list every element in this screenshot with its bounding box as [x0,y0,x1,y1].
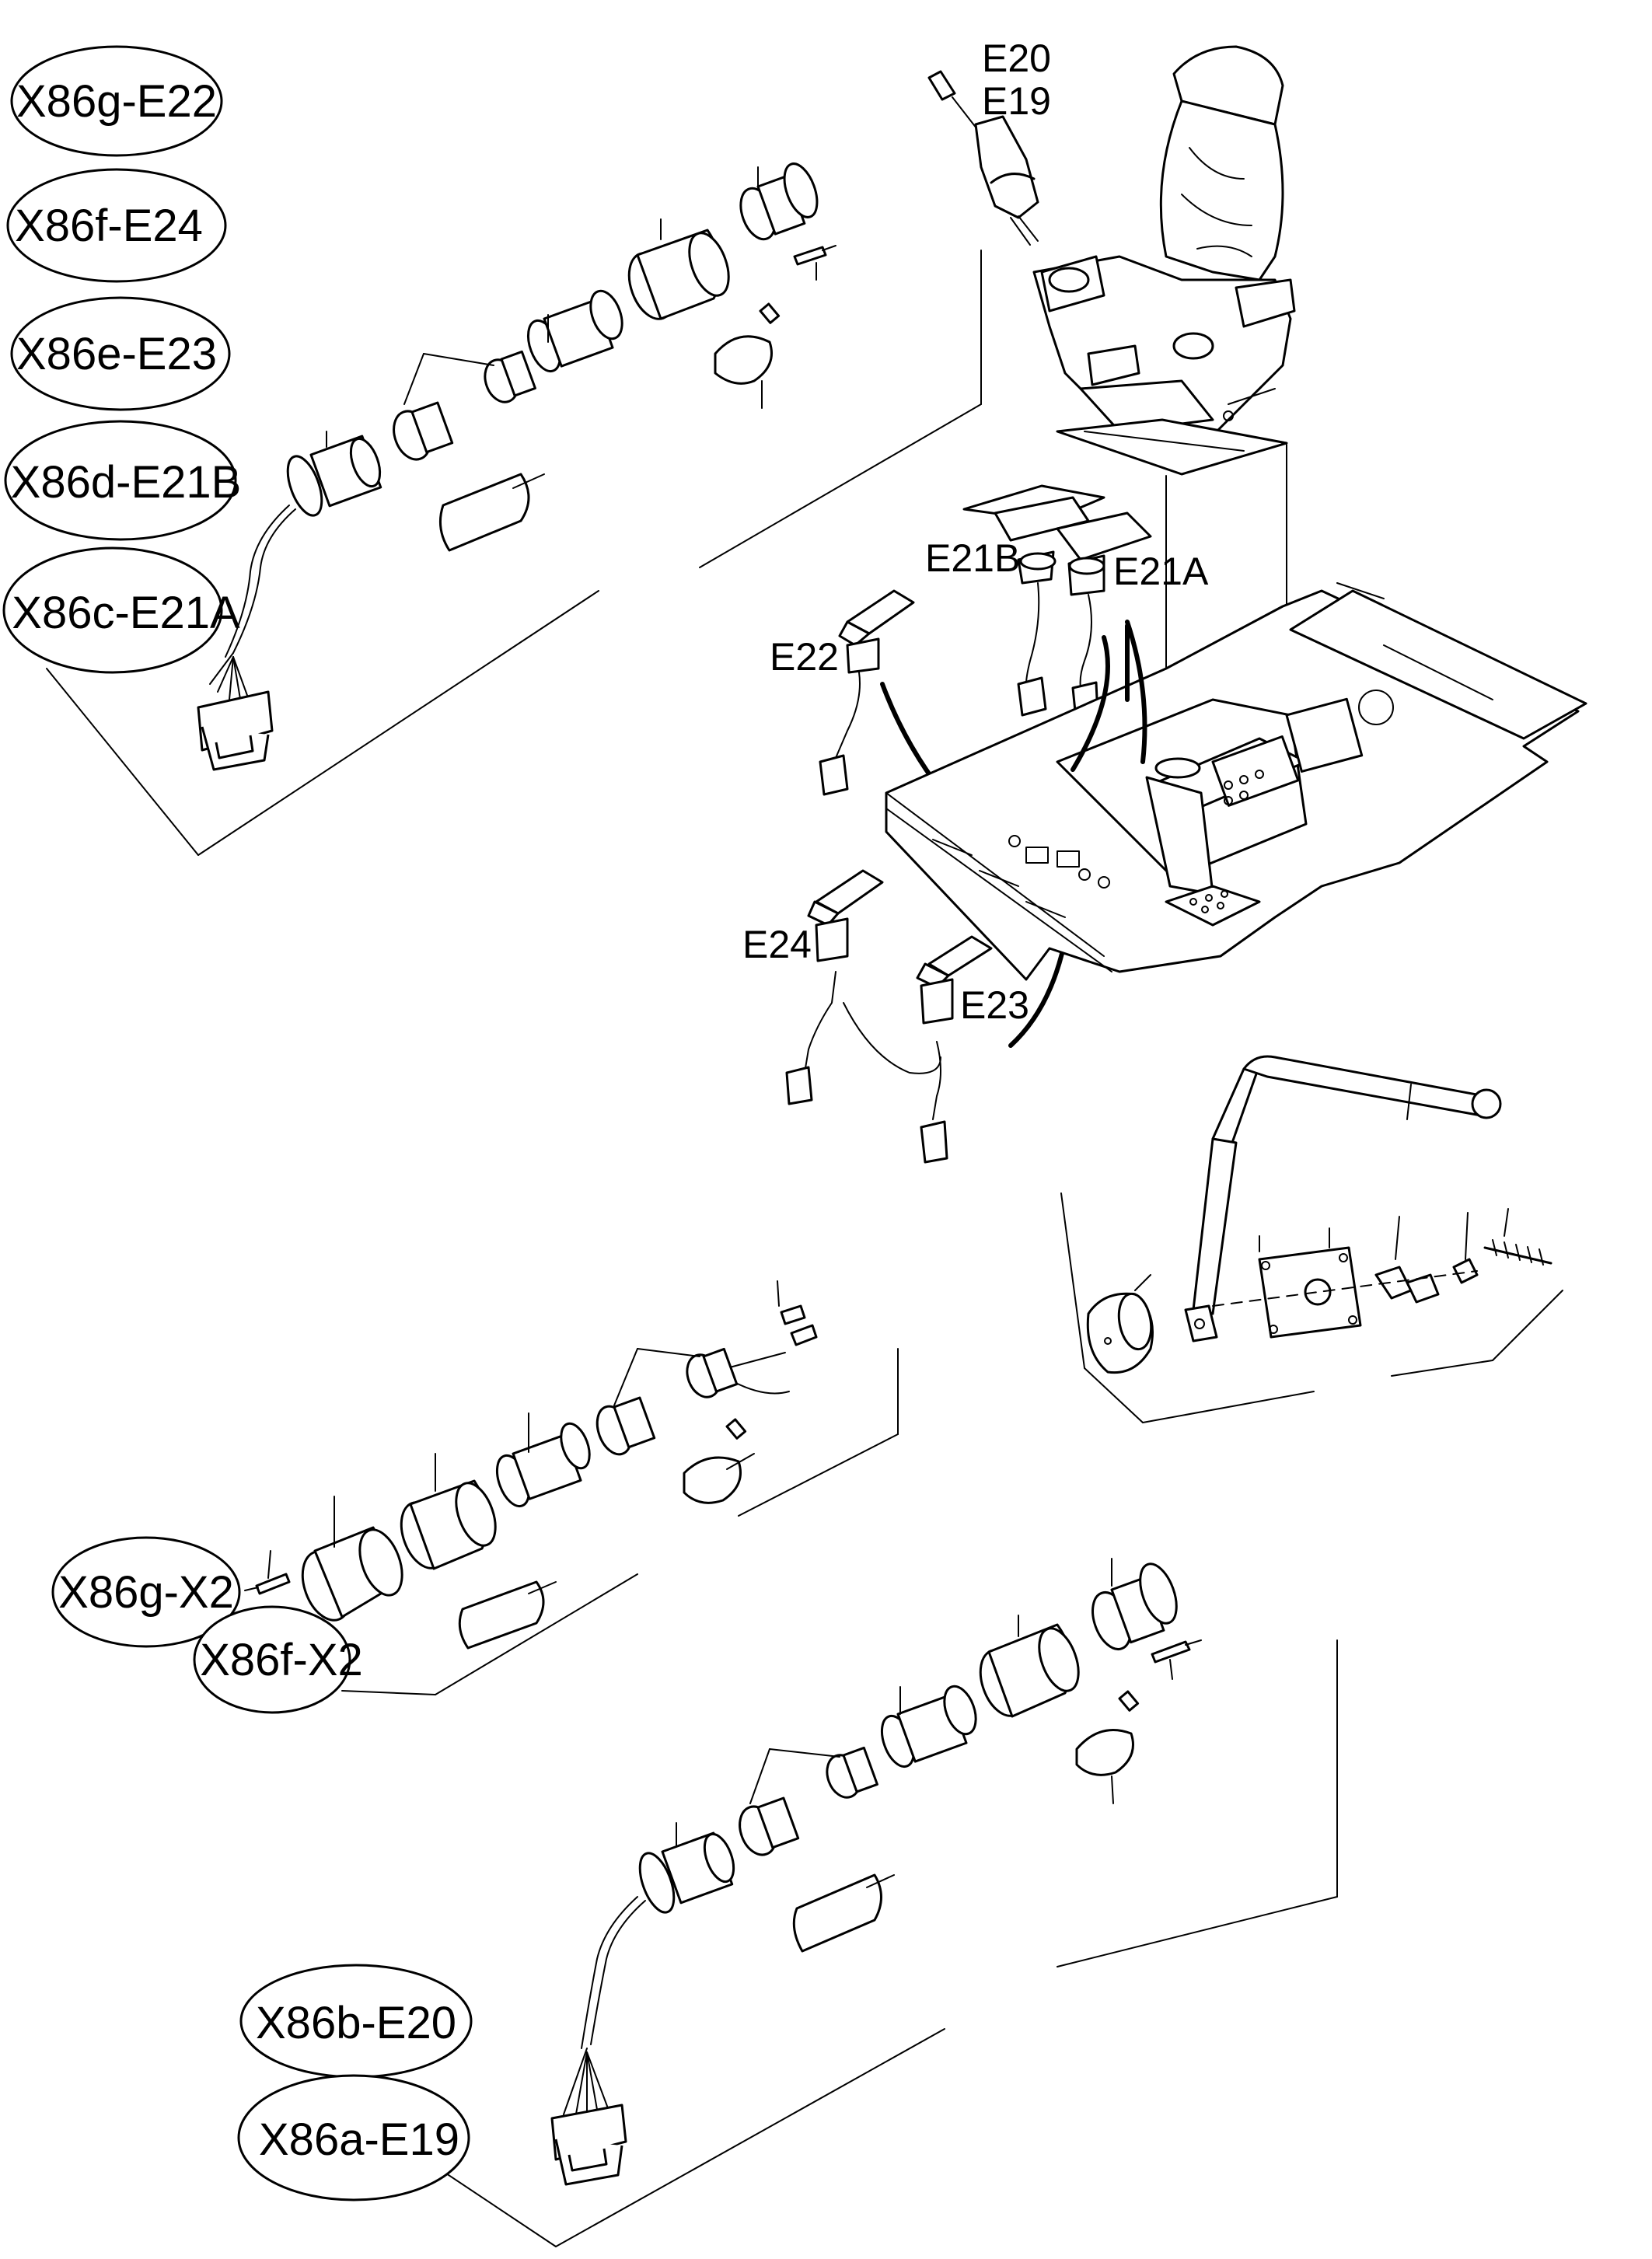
coupling-ring-mid [495,1412,591,1508]
clip-bottom [1075,1690,1140,1804]
sleeve-tube-mid [400,1453,497,1570]
coupling-ring-bottom [880,1685,977,1768]
clip-top [714,302,781,409]
svg-text:X86b-E20: X86b-E20 [256,1998,456,2048]
end-cap-bottom [1091,1558,1178,1650]
svg-text:X86g-X2: X86g-X2 [58,1567,234,1618]
callout-x86g-x2: X86g-X2 [51,1536,241,1648]
contact-pin-top [793,245,836,281]
sleeve-tube-top [627,218,730,320]
tag-e21b: E21B [925,536,1020,580]
callout-x86e-e23: X86e-E23 [10,296,231,411]
pedal-e23 [916,915,1071,1164]
pedal-e24 [785,869,941,1105]
coupling-ring-top [526,289,623,373]
callout-x86f-e24: X86f-E24 [6,168,227,283]
connector-body-top [286,431,382,517]
wire-ends-mid [722,1280,818,1395]
connector-body-bottom [638,1822,735,1914]
tag-e23: E23 [960,983,1029,1027]
component-tags: E20 E19 E21B E21A E22 E24 E23 [742,37,1209,1027]
cab-floor [885,582,1587,981]
harness-wires-top [209,505,296,704]
joystick [927,70,1039,246]
svg-text:X86c-E21A: X86c-E21A [12,588,240,638]
callout-x86g-e22: X86g-E22 [10,45,223,157]
collet-pair-top [393,350,536,461]
svg-text:X86e-E23: X86e-E23 [16,329,217,379]
callout-x86c-e21a: X86c-E21A [2,546,240,674]
svg-text:X86f-E24: X86f-E24 [15,201,203,251]
svg-text:X86g-E22: X86g-E22 [16,76,217,127]
operator-seat [1032,45,1296,437]
plug-top [197,690,274,771]
tag-e19: E19 [982,79,1051,123]
tag-e21a: E21A [1113,550,1209,593]
callout-x86d-e21b: X86d-E21B [4,420,242,541]
svg-text:X86f-X2: X86f-X2 [200,1635,363,1685]
callout-x86a-e19: X86a-E19 [237,2074,470,2201]
svg-text:X86a-E19: X86a-E19 [259,2114,459,2165]
connector-assembly-mid: X86g-X2 X86f-X2 [51,1280,899,1714]
connector-assembly-bottom: X86b-E20 X86a-E19 [237,1558,1338,2247]
callout-x86b-e20: X86b-E20 [239,1964,473,2079]
lever-detail [1060,1055,1563,1423]
callout-x86f-x2: X86f-X2 [193,1605,363,1714]
tag-e22: E22 [770,635,839,679]
collet-pair-bottom [739,1746,878,1856]
contact-pin-mid [244,1550,291,1595]
svg-text:X86d-E21B: X86d-E21B [11,457,242,508]
end-housing-mid [301,1496,403,1622]
contact-pin-bottom [1151,1639,1202,1680]
end-cap-top [739,162,819,241]
pedal-e21 [962,484,1152,721]
collet-pair-mid [595,1347,739,1456]
connector-assembly-top: X86g-E22 X86f-E24 X86e-E23 X86d-E21B X86… [2,45,982,856]
plug-bottom [550,2104,627,2186]
sleeve-tube-bottom [979,1615,1080,1718]
clip-mid [683,1418,755,1504]
tag-e20: E20 [982,37,1051,80]
harness-wires-bottom [563,1896,646,2121]
tag-e24: E24 [742,923,812,966]
cab-assembly: E20 E19 E21B E21A E22 E24 E23 [742,37,1587,1164]
